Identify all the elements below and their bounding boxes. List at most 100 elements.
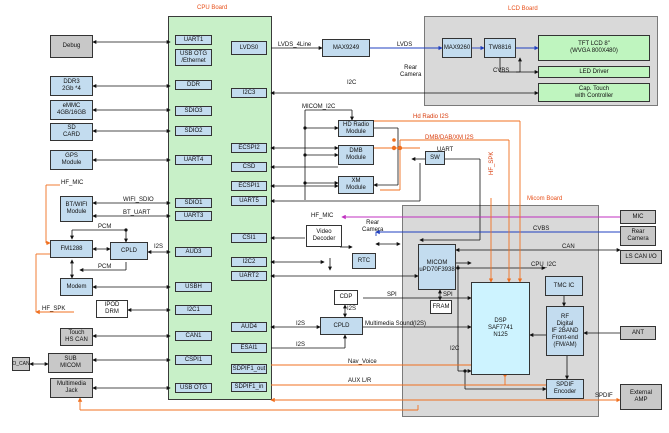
tmc-ic-block: TMC IC — [545, 276, 583, 296]
sd-card-block: SD CARD — [50, 123, 93, 141]
cpu-port-aud3: AUD3 — [175, 247, 212, 257]
cpu-port-uart3: UART3 — [175, 211, 212, 221]
cpu-port-usbh: USBH — [175, 282, 212, 292]
ipod-drm-block: IPOD DRM — [96, 300, 128, 318]
cpu-port-sdpif1-out: SDPIF1_out — [231, 364, 267, 374]
label-rear-camera-center: Rear Camera — [362, 220, 384, 233]
cpu-port-usb-otg: USB OTG — [175, 383, 212, 393]
cpu-port-uart2: UART2 — [231, 271, 267, 281]
cpu-port-esai1: ESAI1 — [231, 343, 267, 353]
led-driver-block: LED Driver — [538, 66, 650, 78]
ls-can-io-block: LS CAN I/O — [620, 250, 662, 264]
label-aux-lr: AUX L/R — [348, 378, 372, 384]
label-uart-sw: UART — [437, 147, 454, 153]
hd-radio-module-block: HD Radio Module — [338, 120, 374, 137]
micom-board-title: Micom Board — [527, 196, 563, 202]
cpu-port-cspi1: CSPI1 — [175, 355, 212, 365]
cpu-port-i2c2: I2C2 — [231, 257, 267, 267]
sw-block: SW — [425, 151, 445, 165]
cpu-port-usb-otg-ethernet: USB OTG /Ethernet — [175, 49, 212, 66]
cpu-port-sdpif1-in: SDPIF1_in — [231, 382, 267, 392]
cpu-port-can1: CAN1 — [175, 331, 212, 341]
gps-module-block: GPS Module — [50, 150, 93, 170]
cpld-center-block: CPLD — [320, 317, 363, 335]
ant-block: ANT — [620, 326, 656, 340]
ddr3-block: DDR3 2Gb *4 — [50, 76, 93, 96]
rf-front-end-block: RF Digital IF 2BAND Front-end (FM/AM) — [546, 306, 584, 356]
cpu-port-csi1: CSI1 — [231, 233, 267, 243]
fm1288-block: FM1288 — [50, 240, 93, 258]
label-cvbs: CVBS — [533, 226, 550, 232]
label-hf-spk-left: HF_SPK — [42, 306, 66, 312]
cpu-board-title: CPU Board — [197, 5, 228, 11]
label-pcm-top: PCM — [98, 224, 112, 230]
cpu-port-uart4: UART4 — [175, 155, 212, 165]
label-bt-uart: BT_UART — [123, 210, 151, 216]
cpu-port-uart1: UART1 — [175, 35, 212, 45]
cpld-left-block: CPLD — [110, 242, 148, 260]
max9249-block: MAX9249 — [322, 39, 370, 57]
label-rear-camera-lcd: Rear Camera — [400, 65, 422, 78]
spdif-encoder-block: SPDIF Encoder — [546, 379, 584, 399]
label-pcm-bottom: PCM — [98, 264, 112, 270]
label-i2s-aud4: I2S — [296, 321, 306, 327]
label-nav-voice: Nav_Voice — [348, 359, 377, 365]
cpu-port-ecspi2: ECSPI2 — [231, 143, 267, 153]
lcd-board-title: LCD Board — [508, 6, 538, 12]
cpu-port-i2c3: I2C3 — [231, 88, 267, 98]
touch-hs-can-block: Touch HS CAN — [60, 328, 93, 346]
xm-module-block: XM Module — [338, 176, 374, 194]
cpu-port-sdio2: SDIO2 — [175, 126, 212, 136]
cpu-port-ddr: DDR — [175, 80, 212, 90]
label-spi-micom: SPI — [443, 292, 453, 298]
cpu-port-lvds0: LVDS0 — [231, 41, 267, 55]
label-i2s-aud3: I2S — [154, 244, 164, 250]
emmc-block: eMMC 4GB/16GB — [50, 100, 93, 120]
label-spi-top: SPI — [387, 292, 397, 298]
cpu-port-i2c1: I2C1 — [175, 305, 212, 315]
cpu-port-sdio1: SDIO1 — [175, 198, 212, 208]
label-lvds: LVDS — [397, 42, 413, 48]
label-i2c-micom: I2C — [450, 346, 460, 352]
tw8816-block: TW8816 — [484, 38, 516, 58]
rtc-block: RTC — [352, 253, 376, 269]
max9260-block: MAX9260 — [442, 38, 472, 58]
debug-block: Debug — [50, 35, 93, 58]
label-dmb-dab-xm-i2s: DMB/DAB/XM I2S — [425, 135, 474, 141]
modem-block: Modem — [60, 278, 93, 296]
tft-lcd-block: TFT LCD 8" (WVGA 800X480) — [538, 35, 650, 61]
label-hf-mic-center: HF_MIC — [311, 213, 334, 219]
label-i2c-top: I2C — [347, 80, 357, 86]
label-hf-mic-left: HF_MIC — [61, 180, 84, 186]
cpu-port-uart5: UART5 — [231, 196, 267, 206]
label-cvbs-lcd: CVBS — [493, 68, 510, 74]
label-lvds-4line: LVDS_4Line — [278, 42, 312, 48]
dsp-saf7741-block: DSP SAF7741 N125 — [471, 282, 530, 375]
sub-micom-block: SUB MICOM — [48, 353, 93, 373]
label-i2s-cdp: I2S — [347, 306, 357, 312]
bt-wifi-module-block: BT/WIFI Module — [60, 196, 93, 222]
label-hf-spk-vertical: HF_SPK — [489, 151, 495, 175]
rear-camera-block: Rear Camera — [620, 226, 656, 246]
mic-block: MIC — [620, 210, 656, 224]
label-can: CAN — [562, 244, 575, 250]
cdp-block: CDP — [334, 290, 358, 305]
label-multimedia-sound: Multimedia Sound(I2S) — [365, 321, 427, 327]
dmb-module-block: DMB Module — [338, 145, 374, 165]
label-hd-radio-i2s: Hd Radio I2S — [413, 114, 449, 120]
cpu-port-sdio3: SDIO3 — [175, 106, 212, 116]
cpu-port-csd: CSD — [231, 162, 267, 172]
cpu-port-ecspi1: ECSPI1 — [231, 181, 267, 191]
label-micom-i2c: MICOM_I2C — [302, 104, 336, 110]
o-can-block: O_CAN — [12, 357, 30, 371]
label-i2s-esai: I2S — [296, 342, 306, 348]
micom-block: MICOM uPD70F3938 — [418, 244, 456, 290]
label-spdif: SPDIF — [595, 393, 613, 399]
cap-touch-controller-block: Cap. Touch with Controller — [538, 83, 650, 102]
fram-block: FRAM — [430, 300, 452, 314]
label-wifi-sdio: WIFI_SDIO — [123, 197, 154, 203]
cpu-port-aud4: AUD4 — [231, 322, 267, 332]
multimedia-jack-block: Multimedia Jack — [50, 378, 93, 398]
